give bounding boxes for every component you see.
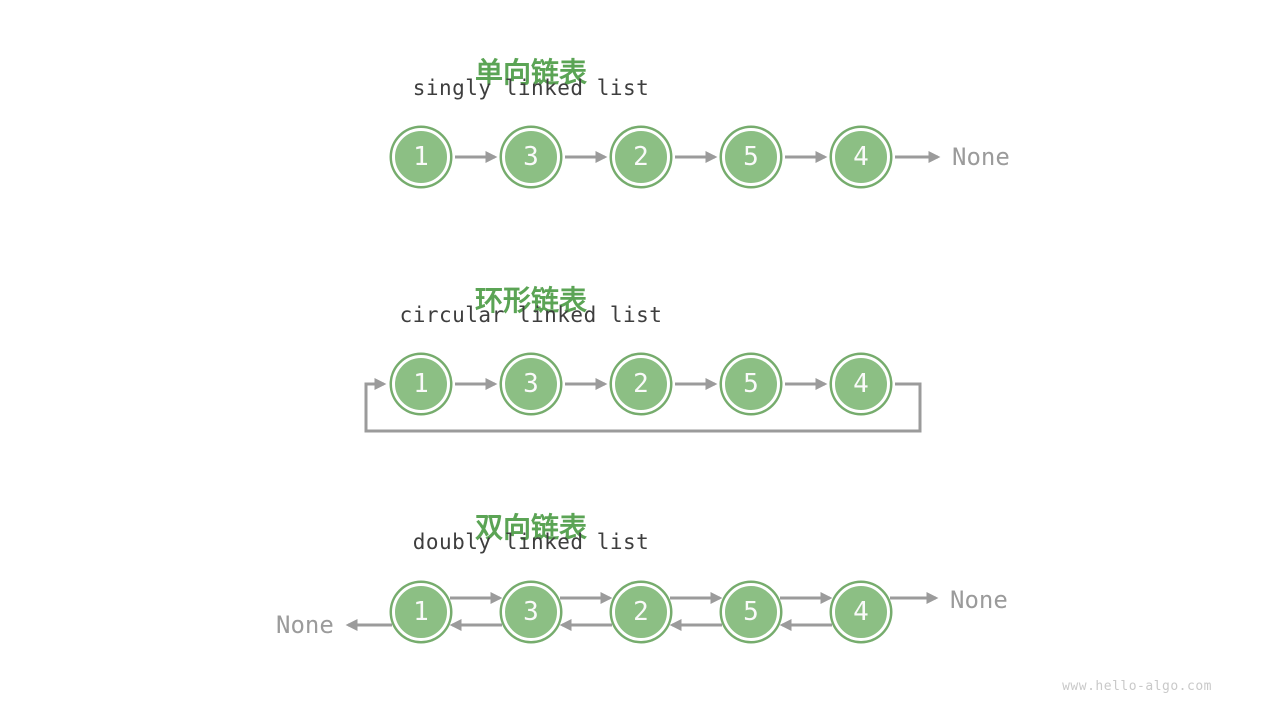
section-title-zh: 双向链表 [474,512,588,544]
linked-list-node: 4 [832,128,890,186]
linked-list-node: 5 [722,128,780,186]
linked-list-node: 3 [502,355,560,413]
section-title-zh: 单向链表 [474,57,588,89]
watermark: www.hello-algo.com [1062,679,1212,694]
tail-none-label: None [952,143,1010,171]
linked-list-node: 3 [502,128,560,186]
linked-list-node: 5 [722,583,780,641]
linked-list-node: 1 [392,128,450,186]
linked-list-node: 2 [612,355,670,413]
linked-list-node: 4 [832,355,890,413]
linked-list-node: 5 [722,355,780,413]
linked-list-node: 1 [392,583,450,641]
tail-none-label: None [950,586,1008,614]
linked-list-node: 1 [392,355,450,413]
linked-list-node: 2 [612,128,670,186]
section-title-zh: 环形链表 [474,285,588,317]
section-subtitle-en: singly linked list [412,76,650,100]
linked-list-node: 2 [612,583,670,641]
head-none-label: None [276,611,334,639]
section-subtitle-en: doubly linked list [412,530,650,554]
linked-list-node: 3 [502,583,560,641]
section-subtitle-en: circular linked list [399,303,663,327]
linked-list-node: 4 [832,583,890,641]
